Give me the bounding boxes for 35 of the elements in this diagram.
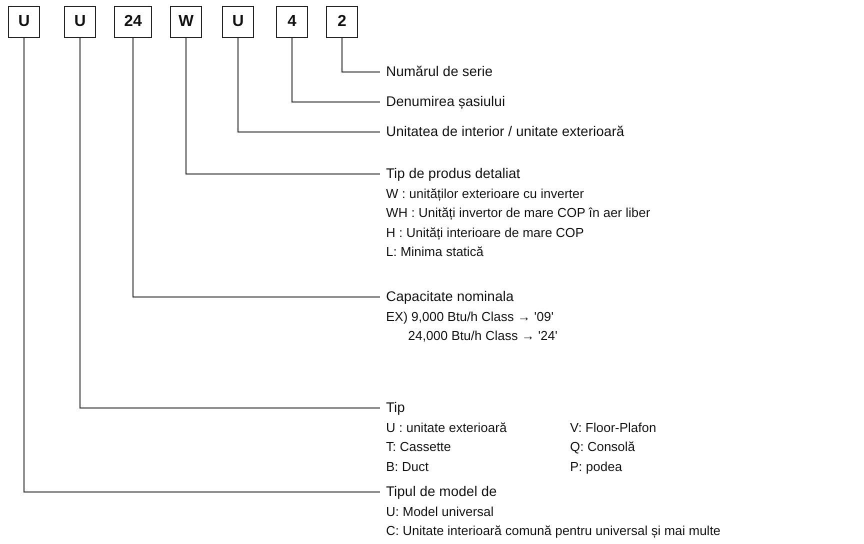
option-text: WH : Unități invertor de mare COP în aer liber [386,204,650,222]
option-text: C: Unitate interioară comună pentru universal și mai multe [386,522,721,540]
option-text: EX) 9,000 Btu/h Class → '09' [386,308,554,326]
leader-line [24,38,380,492]
part-heading: Tipul de model de [386,482,498,501]
code-character-box: U [8,6,40,38]
code-character-box: 2 [326,6,358,38]
option-text: V: Floor-Plafon [570,418,656,436]
leader-line [292,38,380,102]
option-text: U : unitate exterioară [386,418,507,436]
code-character-box: U [64,6,96,38]
part-heading: Capacitate nominala [386,287,515,306]
option-text: W : unităților exterioare cu inverter [386,184,584,203]
option-text: B: Duct [386,458,429,476]
option-text: U: Model universal [386,502,494,520]
part-heading: Unitatea de interior / unitate exterioară [386,122,624,141]
part-heading: Tip de produs detaliat [386,164,522,183]
code-character-box: 4 [276,6,308,38]
leader-line [132,38,380,298]
code-character-box: 24 [114,6,152,38]
option-text: 24,000 Btu/h Class → '24' [408,327,558,345]
option-text: T: Cassette [386,438,452,456]
option-text: H : Unități interioare de mare COP [386,224,584,242]
leader-line [238,38,380,132]
code-character-box: U [222,6,254,38]
part-heading: Tip [386,398,406,417]
option-text: Q: Consolă [570,438,636,456]
leader-line [80,38,380,408]
leader-line [186,38,380,174]
option-text: L: Minima statică [386,243,484,261]
option-text: P: podea [570,458,622,476]
leader-line [342,38,380,72]
code-character-box: W [170,6,202,38]
part-heading: Denumirea șasiului [386,92,506,111]
part-heading: Numărul de serie [386,62,493,81]
